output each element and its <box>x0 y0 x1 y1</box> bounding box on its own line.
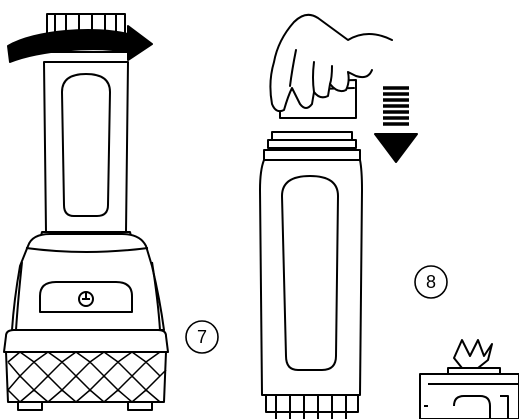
curved-twist-arrow-icon <box>7 25 153 63</box>
hand-icon <box>269 13 393 119</box>
step-7-number: 7 <box>197 327 207 347</box>
down-arrow-icon <box>374 86 418 163</box>
blade-base-partial <box>419 339 519 419</box>
bottle-window <box>61 73 111 217</box>
upturned-bottle <box>259 131 363 419</box>
step-7-badge: 7 <box>185 320 219 354</box>
step-8-badge: 8 <box>414 265 448 299</box>
bottle-body <box>43 61 129 233</box>
step-8-number: 8 <box>426 272 436 292</box>
power-button-icon <box>78 291 94 307</box>
motor-base <box>3 231 169 411</box>
step-8-illustration <box>259 13 418 419</box>
step-7-illustration <box>3 13 169 411</box>
